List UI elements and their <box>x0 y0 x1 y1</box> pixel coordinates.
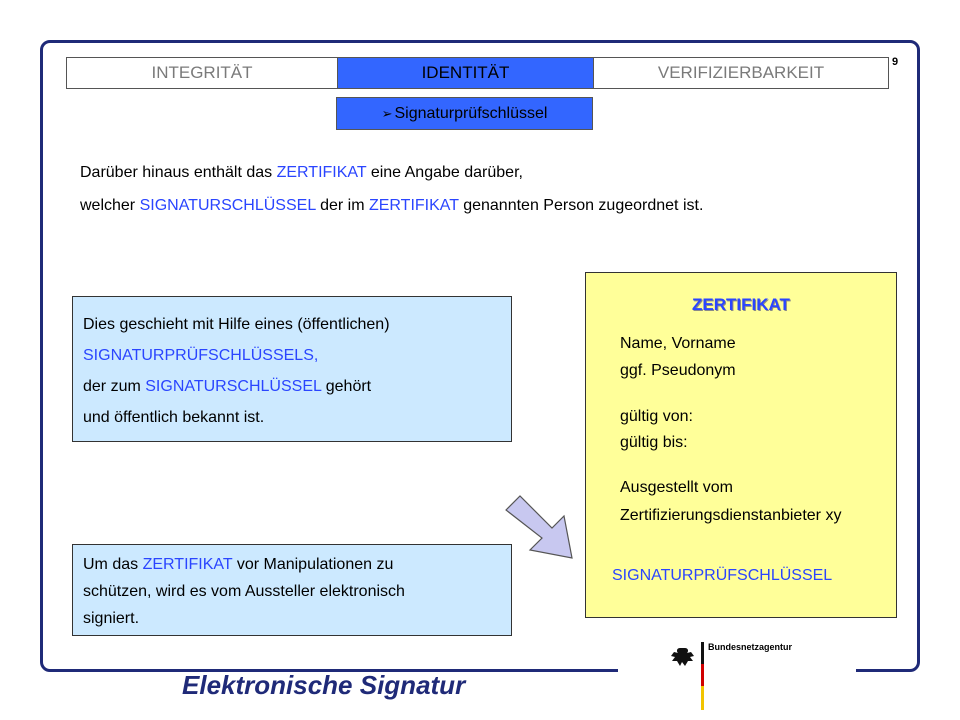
certificate-key: SIGNATURPRÜFSCHLÜSSEL <box>612 567 833 584</box>
intro-text-segment: welcher <box>80 197 140 214</box>
term-zertifikat: ZERTIFIKAT <box>276 164 367 181</box>
sign-line-2: schützen, wird es vom Aussteller elektro… <box>83 583 405 600</box>
tab-integritaet[interactable]: INTEGRITÄT <box>151 63 253 82</box>
certificate-issued-by: Ausgestellt vom <box>620 479 733 496</box>
term-zertifikat: ZERTIFIKAT <box>142 556 233 573</box>
signature-box: Um das ZERTIFIKAT vor Manipulationen zu … <box>72 544 512 636</box>
logo-text: Bundesnetzagentur <box>708 642 793 652</box>
page-number: 9 <box>892 56 899 68</box>
tab-verifizierbarkeit[interactable]: VERIFIZIERBARKEIT <box>593 58 888 88</box>
frame-gap <box>618 664 856 680</box>
intro-text: Darüber hinaus enthält das ZERTIFIKAT ei… <box>80 156 703 222</box>
intro-text-segment: Darüber hinaus enthält das <box>80 164 277 181</box>
intro-line-2: welcher SIGNATURSCHLÜSSEL der im ZERTIFI… <box>80 189 703 222</box>
tab-identitaet[interactable]: IDENTITÄT <box>337 58 593 88</box>
info-text-segment: gehört <box>321 378 372 395</box>
eagle-icon <box>671 648 694 666</box>
tab-bar: INTEGRITÄT IDENTITÄT VERIFIZIERBARKEIT <box>66 57 889 89</box>
term-zertifikat: ZERTIFIKAT <box>368 197 459 214</box>
intro-line-1: Darüber hinaus enthält das ZERTIFIKAT ei… <box>80 156 703 189</box>
term-signaturpruefschluessel: SIGNATURPRÜFSCHLÜSSELS, <box>83 347 319 364</box>
term-signaturschluessel: SIGNATURSCHLÜSSEL <box>145 378 322 395</box>
certificate-name: Name, Vorname <box>620 335 736 352</box>
sign-text-segment: Um das <box>83 556 143 573</box>
intro-text-segment: genannten Person zugeordnet ist. <box>458 197 704 214</box>
sign-line-3: signiert. <box>83 610 140 627</box>
slide-frame <box>40 40 920 672</box>
arrow-right-icon: ➢ <box>381 105 393 121</box>
certificate-issuer: Zertifizierungsdienstanbieter xy <box>620 507 842 524</box>
intro-text-segment: der im <box>315 197 369 214</box>
intro-text-segment: eine Angabe darüber, <box>366 164 523 181</box>
subtab-label: Signaturprüfschlüssel <box>394 104 548 122</box>
info-line-1: Dies geschieht mit Hilfe eines (öffentli… <box>83 316 390 333</box>
diagonal-arrow-icon <box>505 495 573 559</box>
sign-text-segment: vor Manipulationen zu <box>232 556 394 573</box>
bundesnetzagentur-logo <box>671 642 704 710</box>
certificate-valid-from: gültig von: <box>620 408 693 425</box>
info-line-3: der zum SIGNATURSCHLÜSSEL gehört <box>83 371 511 402</box>
info-text-segment: der zum <box>83 378 146 395</box>
certificate-title: ZERTIFIKAT <box>692 295 790 314</box>
info-line-4: und öffentlich bekannt ist. <box>83 409 265 426</box>
term-signaturschluessel: SIGNATURSCHLÜSSEL <box>139 197 316 214</box>
sign-line-1: Um das ZERTIFIKAT vor Manipulationen zu <box>83 551 511 578</box>
certificate-box: ZERTIFIKAT Name, Vorname ggf. Pseudonym … <box>585 272 897 618</box>
certificate-valid-to: gültig bis: <box>620 434 688 451</box>
subtab-signaturpruefschluessel[interactable]: ➢ Signaturprüfschlüssel <box>336 97 593 130</box>
footer-title: Elektronische Signatur <box>182 670 466 700</box>
certificate-pseudonym: ggf. Pseudonym <box>620 362 736 379</box>
info-box: Dies geschieht mit Hilfe eines (öffentli… <box>72 296 512 442</box>
